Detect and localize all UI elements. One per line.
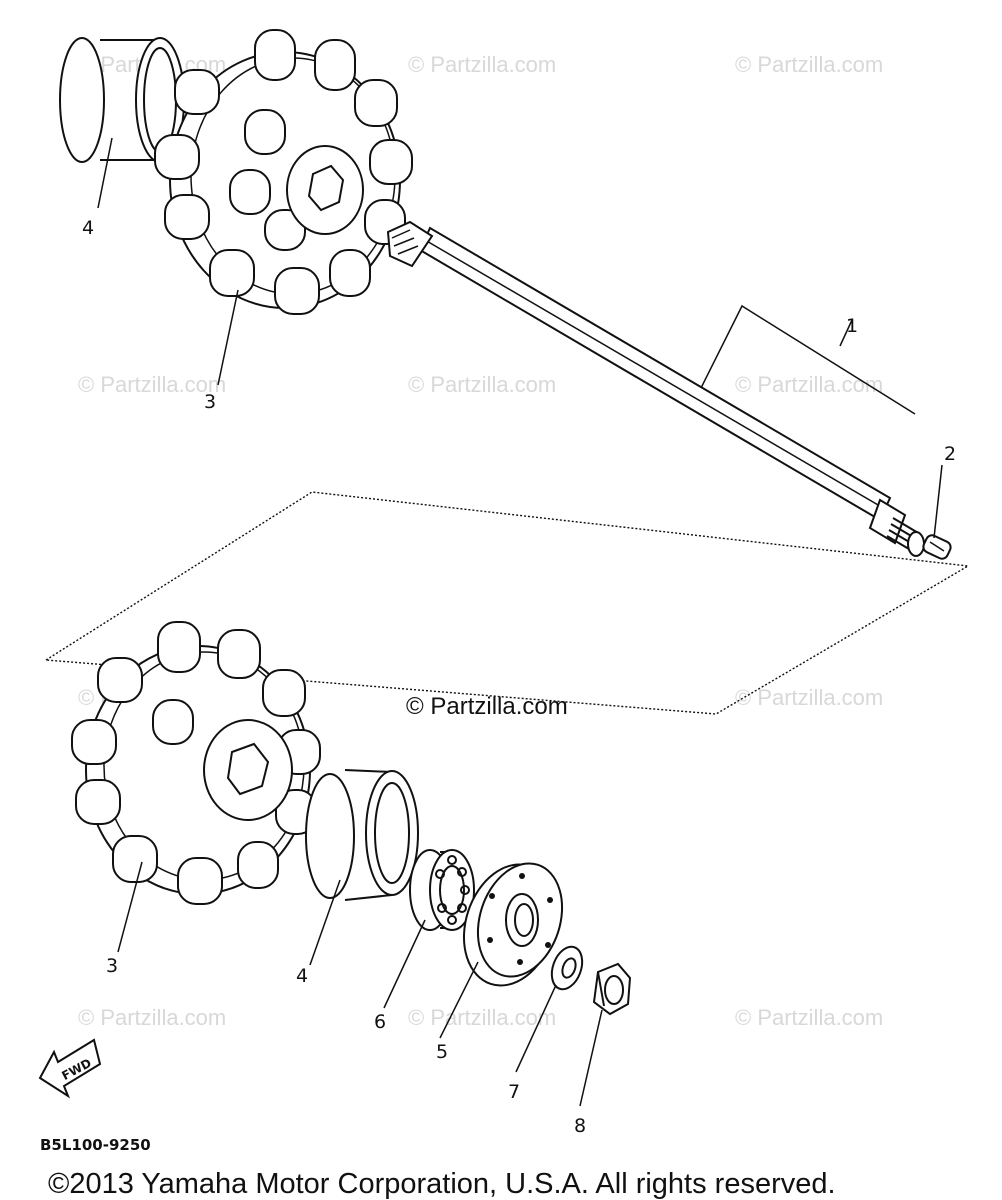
callout-7: 7 (508, 1081, 520, 1103)
collar-ring-icon (59, 37, 185, 163)
watermark: © Partzilla.com (735, 1005, 883, 1030)
callout-1: 1 (846, 315, 858, 337)
watermark: © Partzilla.com (78, 372, 226, 397)
washer-icon (550, 945, 584, 991)
key-pin-icon (922, 534, 952, 560)
callout-4: 4 (296, 965, 308, 987)
callout-4: 4 (82, 217, 94, 239)
leader-lines (97, 137, 943, 1107)
drive-shaft-icon (386, 220, 925, 557)
watermark: © Partzilla.com (78, 1005, 226, 1030)
callout-labels: 4 3 1 2 3 4 6 5 7 8 (82, 217, 956, 1137)
callout-8: 8 (574, 1115, 586, 1137)
ball-bearing-icon (409, 849, 475, 931)
hex-nut-icon (592, 962, 632, 1016)
callout-3: 3 (204, 391, 216, 413)
watermark: © Partzilla.com (408, 1005, 556, 1030)
sprocket-wheel-icon (154, 29, 413, 315)
assembly-outline (43, 491, 971, 715)
sprocket-wheel-icon (71, 621, 321, 905)
watermark: © Partzilla.com (735, 685, 883, 710)
watermark: © Partzilla.com (735, 52, 883, 77)
shaft-bracket (699, 304, 916, 415)
collar-ring-icon (305, 769, 419, 901)
watermark: © Partzilla.com (735, 372, 883, 397)
watermark: © Partzilla.com (408, 52, 556, 77)
center-watermark: © Partzilla.com (406, 693, 568, 720)
flange-plate-icon (462, 862, 564, 987)
leader-line (839, 319, 853, 347)
diagram-code: B5L100-9250 (40, 1136, 151, 1154)
callout-2: 2 (944, 443, 956, 465)
forward-arrow-icon: FWD (38, 1038, 102, 1099)
callout-5: 5 (436, 1041, 448, 1063)
callout-6: 6 (374, 1011, 386, 1033)
watermark: © Partzilla.com (408, 372, 556, 397)
callout-3: 3 (106, 955, 118, 977)
copyright-notice: ©2013 Yamaha Motor Corporation, U.S.A. A… (48, 1168, 836, 1200)
watermark-layer: © Partzilla.com © Partzilla.com © Partzi… (78, 52, 883, 1030)
